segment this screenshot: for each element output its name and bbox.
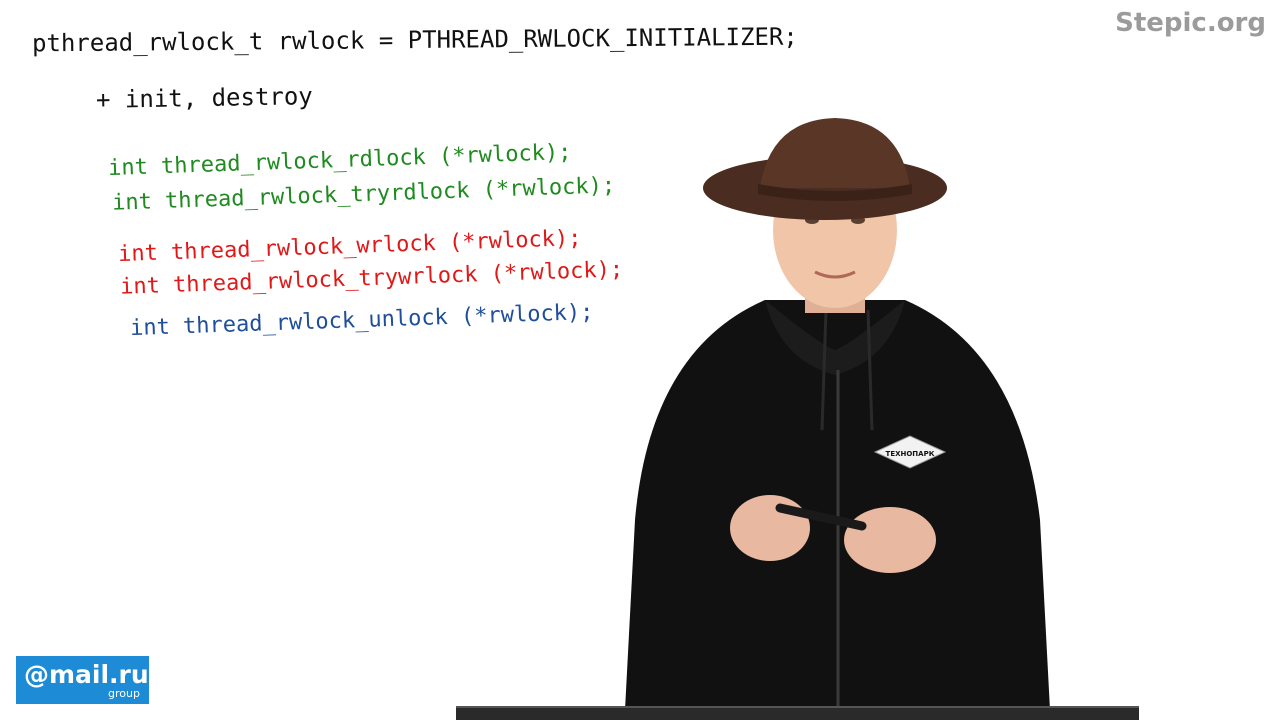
desk-edge: [456, 706, 1139, 720]
whiteboard-line-init-destroy: + init, destroy: [95, 82, 313, 114]
presenter-figure: ТЕХНОПАРК: [625, 118, 1050, 710]
whiteboard-line-rdlock: int thread_rwlock_rdlock (*rwlock);: [107, 139, 572, 182]
presenter-mouth: [814, 270, 856, 279]
mailru-logo-subtext: group: [108, 687, 140, 700]
cowboy-hat-crown: [760, 118, 910, 188]
whiteboard-line-trywrlock: int thread_rwlock_trywrlock (*rwlock);: [119, 257, 624, 300]
mailru-group-logo: @mail.ru group: [16, 656, 149, 704]
hoodie-drawstring-right: [866, 309, 874, 431]
hoodie-drawstring-left: [820, 309, 828, 431]
left-hand: [730, 495, 810, 561]
technopark-patch-text: ТЕХНОПАРК: [886, 450, 935, 458]
technopark-patch: [873, 435, 947, 469]
stepic-watermark: Stepic.org: [1115, 8, 1266, 38]
whiteboard-line-declaration: pthread_rwlock_t rwlock = PTHREAD_RWLOCK…: [31, 22, 798, 58]
marker-pen: [775, 503, 867, 531]
whiteboard-line-tryrdlock: int thread_rwlock_tryrdlock (*rwlock);: [111, 173, 616, 216]
whiteboard-line-unlock: int thread_rwlock_unlock (*rwlock);: [129, 299, 594, 342]
cowboy-hat-band: [758, 184, 912, 201]
right-hand: [844, 507, 936, 573]
mailru-logo-text: @mail.ru: [24, 660, 149, 689]
